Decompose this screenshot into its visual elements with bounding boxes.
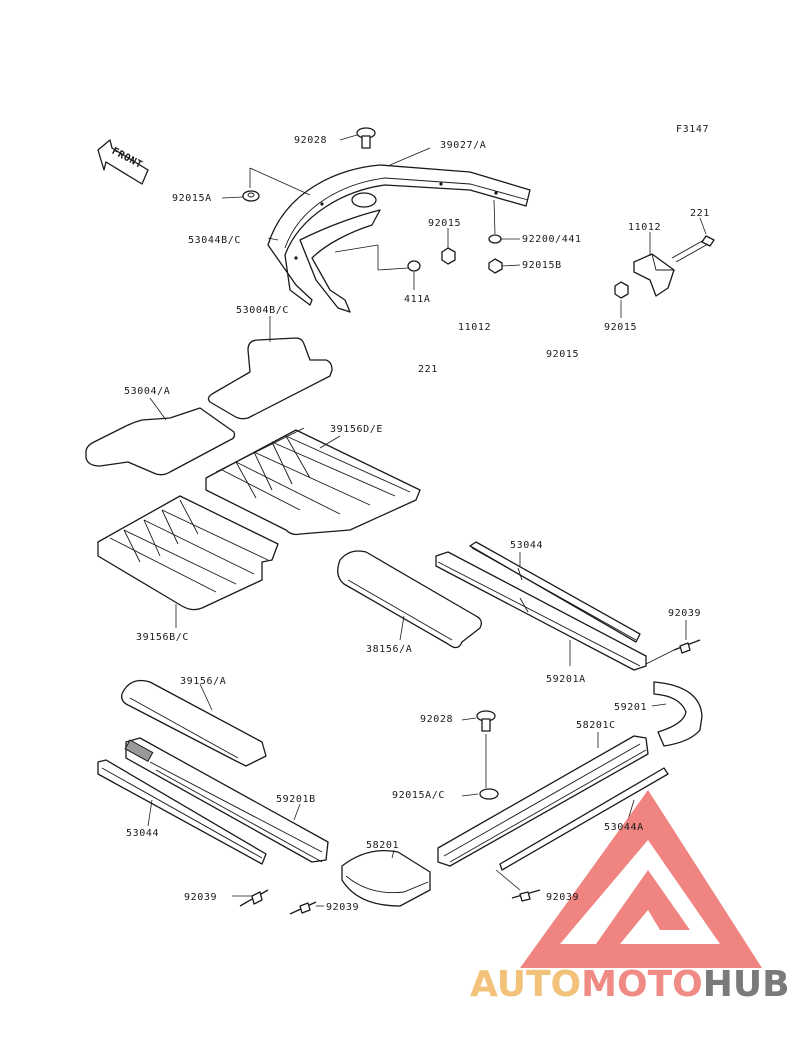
watermark-auto: AUTO xyxy=(470,964,581,1005)
leader-lines-floor xyxy=(175,435,341,628)
floor-panel-39156bc-drawing xyxy=(97,495,279,611)
label-92028-top: 92028 xyxy=(294,135,327,146)
mat-53004a-shape xyxy=(85,407,236,476)
leader-59201 xyxy=(651,703,667,707)
label-58201: 58201 xyxy=(366,840,399,851)
label-92039-lower-left: 92039 xyxy=(184,892,217,903)
strip-53044a-drawing xyxy=(499,767,669,871)
label-53004bc: 53004B/C xyxy=(236,305,289,316)
cover-38156a-shape xyxy=(337,550,482,649)
label-59201a: 59201A xyxy=(546,674,586,685)
cover-39156a-lower-shape xyxy=(121,679,267,767)
strip-53044-upper-drawing xyxy=(469,541,641,643)
leader-39156a-lower xyxy=(199,683,213,711)
rail-39027-drawing xyxy=(267,164,531,313)
label-92015-right: 92015 xyxy=(604,322,637,333)
label-92200-441: 92200/441 xyxy=(522,234,582,245)
label-92039-lower-mid: 92039 xyxy=(326,902,359,913)
leader-lines-top xyxy=(221,134,521,290)
label-11012-mid: 11012 xyxy=(458,322,491,333)
nut-92015a-icon xyxy=(242,190,260,202)
corner-58201-shape xyxy=(341,849,431,907)
label-411a: 411A xyxy=(404,294,430,305)
bolt-92028-lower-icon xyxy=(476,710,496,732)
nut-92015-icon xyxy=(441,247,456,265)
label-53044a: 53044A xyxy=(604,822,644,833)
figure-code: F3147 xyxy=(676,124,709,135)
leader-lines-right xyxy=(620,217,707,318)
bolt-221-top-icon xyxy=(671,235,715,263)
label-53044-upper: 53044 xyxy=(510,540,543,551)
label-53004a: 53004/A xyxy=(124,386,170,397)
corner-59201-shape xyxy=(653,681,703,747)
rivet-92039-lower-mid-icon xyxy=(289,901,317,915)
part-labels: 92028 39027/A 92015A 53044B/C 92015 9220… xyxy=(124,135,710,913)
label-39156a-lower: 39156/A xyxy=(180,676,226,687)
front-arrow-icon: FRONT xyxy=(97,139,149,185)
label-53044-lower: 53044 xyxy=(126,828,159,839)
strip-53044-lower-drawing xyxy=(97,759,267,865)
nut-92015-right-icon xyxy=(614,281,629,299)
label-92039-lower-right: 92039 xyxy=(546,892,579,903)
rivet-92039-lower-right-icon xyxy=(511,889,541,902)
label-59201b: 59201B xyxy=(276,794,316,805)
nut-92015b-icon xyxy=(488,258,503,274)
label-53044bc: 53044B/C xyxy=(188,235,241,246)
rivet-92039-lower-left-icon xyxy=(239,889,269,907)
side-rail-59201b-drawing xyxy=(124,737,329,863)
label-39156bc: 39156B/C xyxy=(136,632,189,643)
leader-38156a-mid xyxy=(399,615,405,641)
rivet-92039-right-icon xyxy=(673,639,701,654)
watermark-logo xyxy=(520,790,762,968)
label-221-top: 221 xyxy=(690,208,710,219)
label-92015-mid: 92015 xyxy=(546,349,579,360)
leader-lines-lower-left xyxy=(147,799,301,827)
nut-92015ac-icon xyxy=(479,788,499,800)
label-39156de: 39156D/E xyxy=(330,424,383,435)
washer-411a-icon xyxy=(407,260,421,272)
side-rail-59201a-drawing xyxy=(435,551,647,671)
label-92015b: 92015B xyxy=(522,260,562,271)
watermark-triangle-icon xyxy=(520,790,762,968)
watermark-hub: HUB xyxy=(703,964,790,1005)
leader-lines-rivets xyxy=(232,895,324,907)
label-92015ac: 92015A/C xyxy=(392,790,445,801)
side-rail-58201c-drawing xyxy=(437,735,649,867)
leader-lines-mats xyxy=(149,316,271,421)
bracket-11012-top-icon xyxy=(633,253,675,297)
label-59201: 59201 xyxy=(614,702,647,713)
label-92028-lower: 92028 xyxy=(420,714,453,725)
leader-58201 xyxy=(391,849,395,859)
label-39027a: 39027/A xyxy=(440,140,486,151)
watermark-text: AUTOMOTOHUB xyxy=(470,964,790,1005)
watermark-moto: MOTO xyxy=(581,964,703,1005)
washer-92200-icon xyxy=(488,234,502,244)
leader-lines-lower-mid xyxy=(461,717,487,797)
label-92039-right: 92039 xyxy=(668,608,701,619)
floor-panel-39156de-drawing xyxy=(205,427,421,536)
label-11012-top: 11012 xyxy=(628,222,661,233)
label-58201c: 58201C xyxy=(576,720,616,731)
bolt-92028-icon xyxy=(356,127,376,149)
leader-lines-rail-a xyxy=(519,552,687,666)
mat-53004bc-shape xyxy=(207,337,333,420)
label-221-mid: 221 xyxy=(418,364,438,375)
label-38156a-mid: 38156/A xyxy=(366,644,412,655)
label-92015: 92015 xyxy=(428,218,461,229)
label-92015a: 92015A xyxy=(172,193,212,204)
watermark-triangle-inner-icon xyxy=(596,870,690,944)
